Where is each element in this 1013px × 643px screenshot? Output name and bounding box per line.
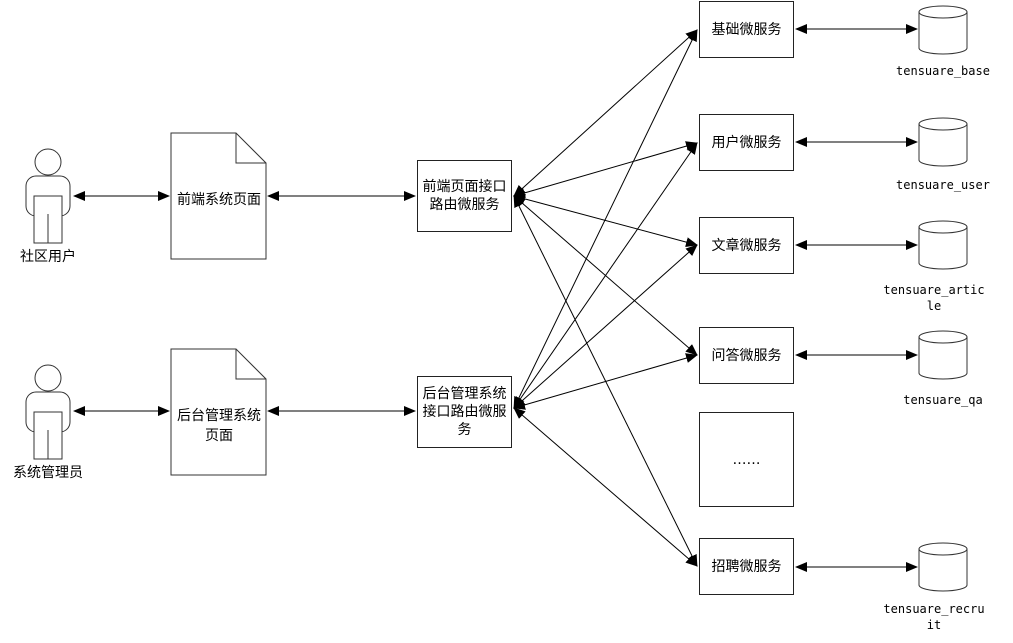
backend-router-label: 后台管理系统接口路由微服务 <box>422 386 507 438</box>
db-recruit-icon <box>918 542 968 592</box>
frontend-page-label: 前端系统页面 <box>177 192 261 208</box>
service-article-box: 文章微服务 <box>699 217 794 274</box>
frontend-router-box: 前端页面接口路由微服务 <box>417 160 512 232</box>
db-recruit-label: tensuare_recruit <box>883 602 985 632</box>
edge-backend-router-to-article <box>513 244 698 409</box>
service-user-label: 用户微服务 <box>711 134 782 151</box>
edge-backend-router-to-qa <box>513 353 698 410</box>
service-user-box: 用户微服务 <box>699 114 794 171</box>
actor-sys-admin-icon <box>25 364 71 460</box>
backend-router-box: 后台管理系统接口路由微服务 <box>417 376 512 448</box>
actor-sys-admin-label: 系统管理员 <box>13 465 83 481</box>
db-article-label: tensuare_article <box>883 283 985 313</box>
service-qa-box: 问答微服务 <box>699 327 794 384</box>
edge-frontend-router-to-base <box>513 29 698 197</box>
actor-community-user-icon <box>25 148 71 244</box>
service-base-box: 基础微服务 <box>699 1 794 58</box>
service-recruit-box: 招聘微服务 <box>699 538 794 595</box>
db-user-label: tensuare_user <box>896 178 990 192</box>
service-recruit-label: 招聘微服务 <box>711 558 782 575</box>
service-base-label: 基础微服务 <box>711 21 782 38</box>
db-qa-icon <box>918 330 968 380</box>
frontend-router-label: 前端页面接口路由微服务 <box>422 179 507 213</box>
backend-page-doc-icon <box>170 348 267 476</box>
db-base-label: tensuare_base <box>896 64 990 78</box>
edge-backend-router-to-base <box>513 29 698 409</box>
service-more-box: …… <box>699 412 794 507</box>
frontend-page-doc-icon <box>170 132 267 260</box>
actor-community-user-label: 社区用户 <box>20 249 76 265</box>
db-qa-label: tensuare_qa <box>903 393 983 407</box>
edge-backend-router-to-recruit <box>513 407 698 567</box>
edge-backend-router-to-user <box>513 142 698 409</box>
db-base-icon <box>918 5 968 55</box>
service-more-label: …… <box>732 451 761 468</box>
service-article-label: 文章微服务 <box>711 237 782 254</box>
db-article-icon <box>918 220 968 270</box>
edge-frontend-router-to-user <box>513 141 698 198</box>
service-qa-label: 问答微服务 <box>711 347 782 364</box>
backend-page-label: 后台管理系统页面 <box>177 408 261 444</box>
db-user-icon <box>918 117 968 167</box>
